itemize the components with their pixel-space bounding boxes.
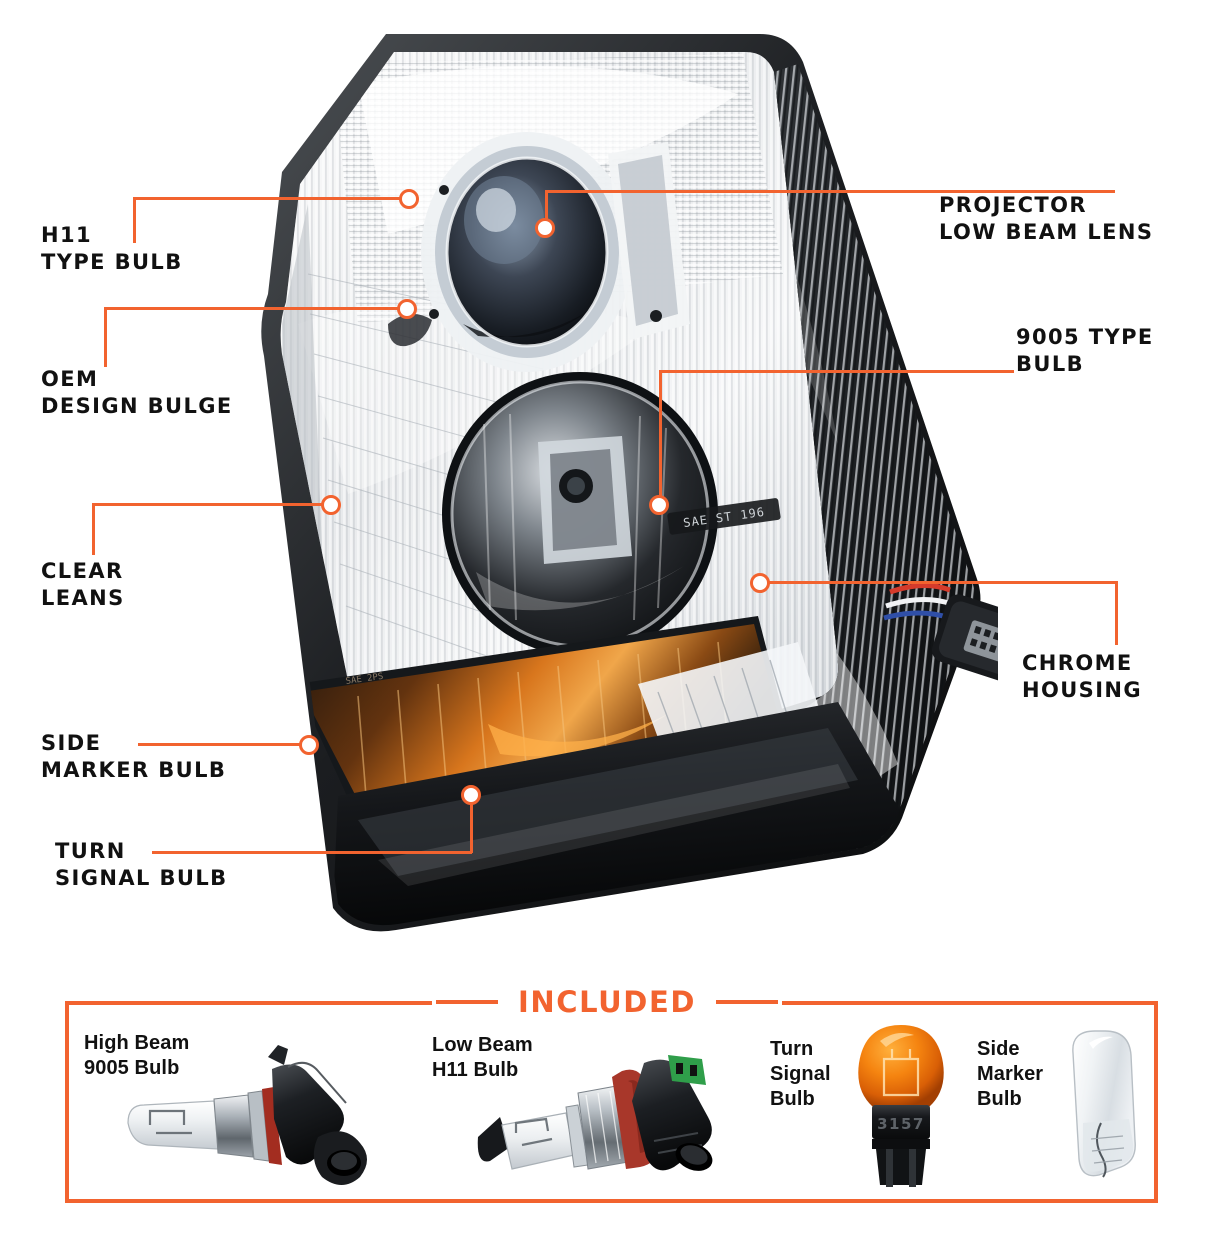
- halogen-9005-bulb-icon: [127, 1045, 367, 1185]
- callout-dot-turn-signal: [461, 785, 481, 805]
- leader-line-turn-signal: [152, 851, 472, 854]
- callout-dot-clear-lens: [321, 495, 341, 515]
- leader-line-clear-lens: [92, 503, 331, 506]
- svg-text:3157: 3157: [877, 1115, 925, 1133]
- leader-line-chrome-housing-stem: [1115, 581, 1118, 645]
- callout-label-turn-signal-bulb: TURN SIGNAL BULB: [55, 839, 228, 890]
- included-item-label: Turn Signal Bulb: [770, 1038, 831, 1110]
- callout-label-clear-leans: CLEAR LEANS: [41, 559, 125, 610]
- callout-label-chrome-housing: CHROME HOUSING: [1022, 651, 1143, 702]
- included-rule-left: [435, 1000, 498, 1004]
- leader-line-oem: [104, 307, 407, 310]
- callout-dot-h11: [399, 189, 419, 209]
- callout-dot-projector: [535, 218, 555, 238]
- callout-dot-chrome-housing: [750, 573, 770, 593]
- leader-line-oem-stem: [104, 307, 107, 367]
- included-rule-right: [716, 1000, 779, 1004]
- leader-line-projector-stem: [545, 190, 548, 226]
- callout-label-h11-type-bulb: H11 TYPE BULB: [41, 223, 183, 274]
- leader-line-side-marker: [138, 743, 311, 746]
- included-item-label: Low Beam H11 Bulb: [432, 1034, 533, 1081]
- callout-dot-oem: [397, 299, 417, 319]
- leader-line-clear-lens-stem: [92, 503, 95, 555]
- leader-line-turn-signal-stem: [470, 803, 473, 853]
- headlight-illustration: SAE ST 196 SAE 2PS: [261, 34, 1032, 932]
- callout-dot-side-marker: [299, 735, 319, 755]
- leader-line-9005: [659, 370, 1014, 373]
- leader-line-chrome-housing: [766, 581, 1118, 584]
- included-title-group: INCLUDED: [432, 985, 782, 1019]
- leader-line-9005-stem: [659, 370, 662, 506]
- callout-dot-9005: [649, 495, 669, 515]
- callout-label-9005-type-bulb: 9005 TYPE BULB: [1016, 325, 1154, 376]
- included-item-side-marker: Side Marker Bulb: [977, 1019, 1157, 1195]
- amber-3157-bulb-icon: 3157: [858, 1025, 944, 1187]
- included-item-label: High Beam 9005 Bulb: [84, 1032, 190, 1079]
- leader-line-h11-stem: [133, 197, 136, 243]
- leader-line-projector: [545, 190, 1115, 193]
- headlight-assembly-photo: SAE ST 196 SAE 2PS: [238, 24, 1032, 964]
- callout-label-projector-low-beam-lens: PROJECTOR LOW BEAM LENS: [939, 193, 1154, 244]
- halogen-h11-bulb-icon: [477, 1055, 713, 1171]
- callout-label-oem-design-bulge: OEM DESIGN BULGE: [41, 367, 233, 418]
- included-item-high-beam-9005: High Beam 9005 Bulb: [84, 1019, 374, 1195]
- callout-label-side-marker-bulb: SIDE MARKER BULB: [41, 731, 227, 782]
- included-item-turn-signal: Turn Signal Bulb 315: [770, 1019, 950, 1195]
- included-item-low-beam-h11: Low Beam H11 Bulb: [432, 1019, 722, 1195]
- included-item-label: Side Marker Bulb: [977, 1038, 1044, 1110]
- included-title: INCLUDED: [511, 987, 703, 1017]
- leader-line-h11: [133, 197, 411, 200]
- wedge-194-bulb-icon: [1072, 1030, 1136, 1178]
